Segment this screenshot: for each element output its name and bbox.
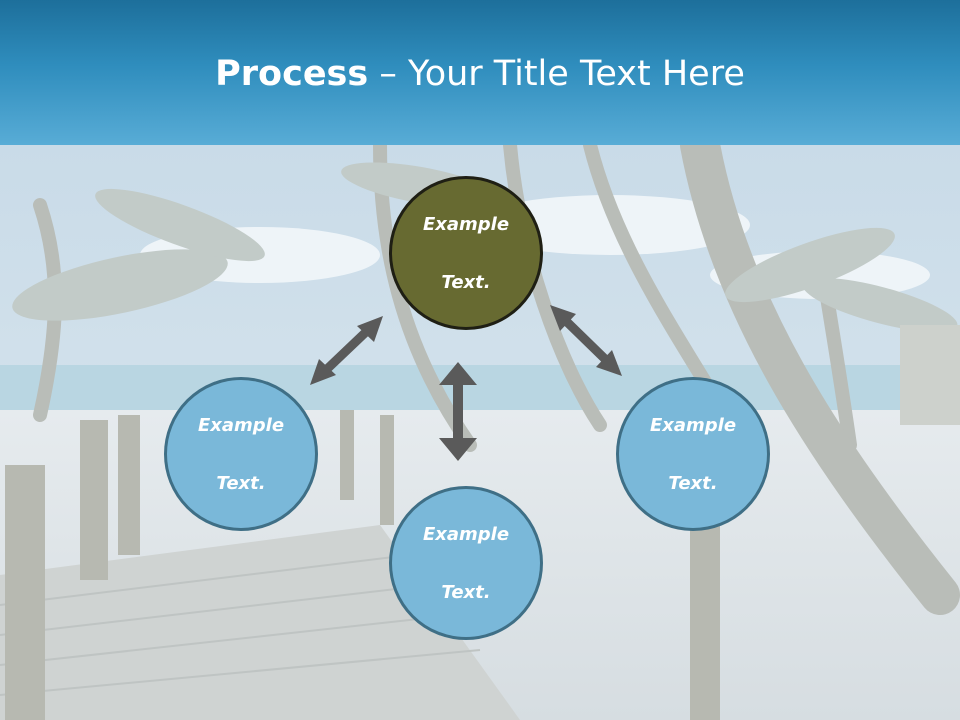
title-rest: – Your Title Text Here <box>368 54 745 94</box>
slide-title[interactable]: Process – Your Title Text Here <box>0 52 960 96</box>
node-right-line2: Text. <box>668 472 718 494</box>
title-bold-part: Process <box>215 54 369 94</box>
node-top-line2: Text. <box>441 271 491 293</box>
node-left-line1: Example <box>197 414 285 436</box>
double-arrow-left-diagonal <box>310 316 383 385</box>
node-top-line1: Example <box>422 213 510 235</box>
double-arrow-right-diagonal <box>550 305 622 376</box>
node-bottom-line1: Example <box>422 523 510 545</box>
node-bottom-line2: Text. <box>441 581 491 603</box>
double-arrow-vertical <box>439 362 477 461</box>
node-left-line2: Text. <box>216 472 266 494</box>
header-band: Process – Your Title Text Here <box>0 0 960 145</box>
node-right-line1: Example <box>649 414 737 436</box>
